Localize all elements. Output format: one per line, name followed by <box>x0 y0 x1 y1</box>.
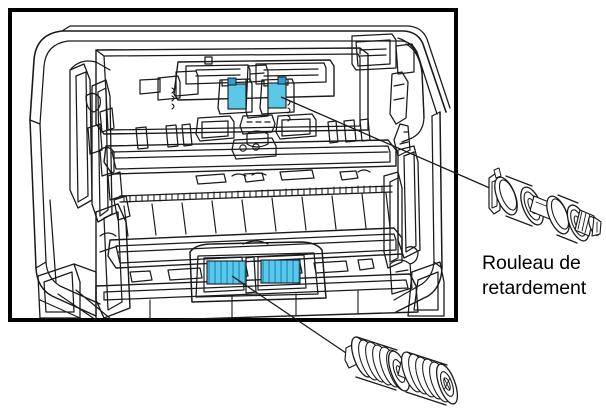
brake-roller-callout: Rouleau de retardement <box>482 251 606 301</box>
brake-roller-highlight-left <box>227 83 247 110</box>
brake-roller-cap-right <box>277 76 287 85</box>
pick-roller-detail <box>344 336 459 406</box>
brake-roller-highlight-right <box>267 82 287 109</box>
leader-lines-group <box>231 96 493 356</box>
pick-roller-highlight-right <box>260 259 301 284</box>
leader-line-brake-roller <box>280 96 493 190</box>
leader-line-pick-roller <box>231 275 350 356</box>
brake-roller-detail <box>488 167 602 244</box>
scanner-interior-group <box>8 8 458 322</box>
scanner-linework <box>29 25 451 320</box>
callout-line-2: retardement <box>482 277 587 299</box>
brake-roller-cap-left <box>227 77 237 86</box>
callout-line-1: Rouleau de <box>482 252 581 274</box>
pick-roller-highlight-left <box>206 260 247 285</box>
